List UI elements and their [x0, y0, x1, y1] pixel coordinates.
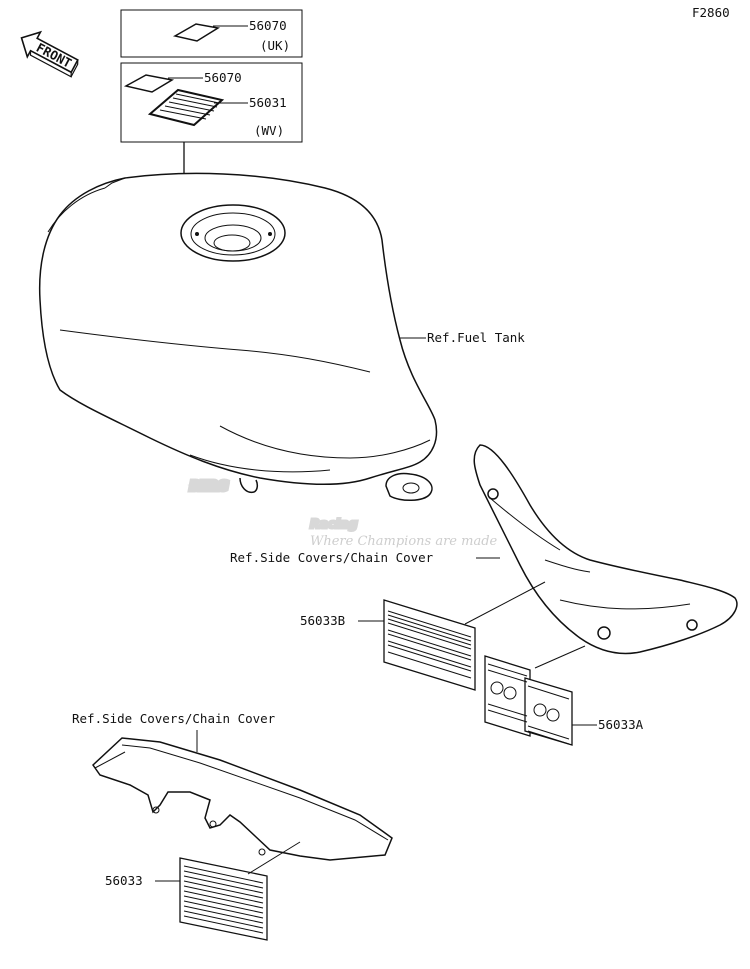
- part-number-56031: 56031: [249, 95, 287, 110]
- decal-56033: [179, 857, 268, 941]
- label-sticker-56031: [147, 88, 225, 127]
- part-number-56070-uk: 56070: [249, 18, 287, 33]
- box-note-wv: (WV): [254, 123, 284, 138]
- fuel-tank: [38, 172, 438, 501]
- figure-code: F2860: [692, 5, 730, 20]
- part-number-56033: 56033: [105, 873, 143, 888]
- part-number-56070-wv: 56070: [204, 70, 242, 85]
- front-arrow-icon: FRONT: [20, 30, 79, 78]
- ref-fuel-tank: Ref.Fuel Tank: [427, 330, 525, 345]
- fuel-cap-ring: [180, 204, 286, 262]
- label-sticker-56070-wv: [123, 74, 175, 93]
- label-box-uk: 56070 (UK): [120, 9, 303, 58]
- chain-cover: [92, 737, 393, 861]
- front-label: FRONT: [34, 40, 74, 71]
- part-number-56033A: 56033A: [598, 717, 644, 732]
- side-cover: [473, 444, 738, 655]
- ref-side-covers-upper: Ref.Side Covers/Chain Cover: [230, 550, 434, 565]
- box-note-uk: (UK): [260, 38, 290, 53]
- label-sticker-56070-uk: [172, 23, 221, 42]
- leader-line-56033: [247, 841, 301, 875]
- ref-side-covers-lower: Ref.Side Covers/Chain Cover: [72, 711, 276, 726]
- decal-56033A: [484, 655, 573, 746]
- leader-line-56033A: [534, 645, 586, 669]
- watermark: BERG Racing Where Champions are made: [188, 476, 498, 550]
- watermark-tagline: Where Champions are made: [310, 534, 498, 549]
- watermark-brand-sub: Racing: [310, 516, 358, 531]
- watermark-brand: BERG: [190, 478, 228, 493]
- decal-56033B: [383, 599, 476, 691]
- label-box-wv: 56070 56031 (WV): [120, 62, 303, 143]
- leader-line-56033B: [464, 581, 546, 625]
- part-number-56033B: 56033B: [300, 613, 345, 628]
